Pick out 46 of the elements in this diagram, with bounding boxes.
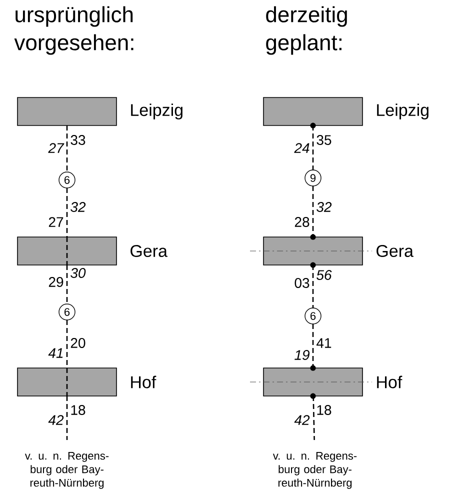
- track-line: [312, 265, 314, 308]
- station-box: Hof: [250, 365, 402, 399]
- track-line: [66, 126, 68, 172]
- station-box: Hof: [17, 368, 156, 396]
- time-label: 56: [316, 270, 332, 280]
- node-label: Gera: [130, 244, 168, 258]
- time-label: 29: [48, 277, 64, 287]
- time-label: 20: [70, 338, 86, 348]
- time-label: 24: [294, 143, 310, 153]
- track-line: [66, 320, 68, 368]
- station-box: Gera: [17, 236, 168, 266]
- time-label: 27: [48, 143, 64, 153]
- station-box: Leipzig: [263, 97, 428, 128]
- track-line: [66, 265, 68, 304]
- time-label: 19: [294, 350, 310, 360]
- track-line: [312, 396, 315, 440]
- time-label: 28: [294, 217, 310, 227]
- node-label: Hof: [131, 376, 156, 388]
- station-box: Leipzig: [17, 97, 182, 126]
- column-heading: derzeitig geplant:: [266, 6, 347, 55]
- time-label: 27: [48, 217, 64, 227]
- time-label: 42: [294, 415, 310, 425]
- time-label: 32: [316, 202, 332, 212]
- time-label: 18: [317, 405, 332, 415]
- time-label: 41: [48, 348, 63, 358]
- track-line: [312, 186, 314, 237]
- time-label: 33: [70, 135, 86, 145]
- node-label: Hof: [377, 376, 402, 388]
- track-line: [66, 188, 68, 237]
- time-label: 42: [48, 415, 64, 425]
- node-label: Gera: [376, 244, 414, 258]
- track-line: [66, 396, 68, 440]
- time-label: 35: [316, 135, 332, 145]
- track-line: [312, 324, 314, 368]
- time-label: 41: [316, 338, 332, 348]
- node-label: Leipzig: [131, 104, 182, 120]
- time-label: 30: [70, 268, 86, 278]
- time-label: 18: [71, 405, 86, 415]
- column-heading: ursprünglich vorgesehen:: [14, 6, 134, 55]
- track-line: [312, 126, 314, 170]
- destination-text: v. u. n. Regens- burg oder Bay- reuth-Nürnberg: [272, 452, 357, 489]
- destination-text: v. u. n. Regens- burg oder Bay- reuth-Nürnberg: [24, 452, 109, 489]
- station-box: Gera: [250, 234, 414, 268]
- time-label: 03: [294, 278, 310, 288]
- time-label: 32: [70, 202, 86, 212]
- node-label: Leipzig: [377, 104, 428, 120]
